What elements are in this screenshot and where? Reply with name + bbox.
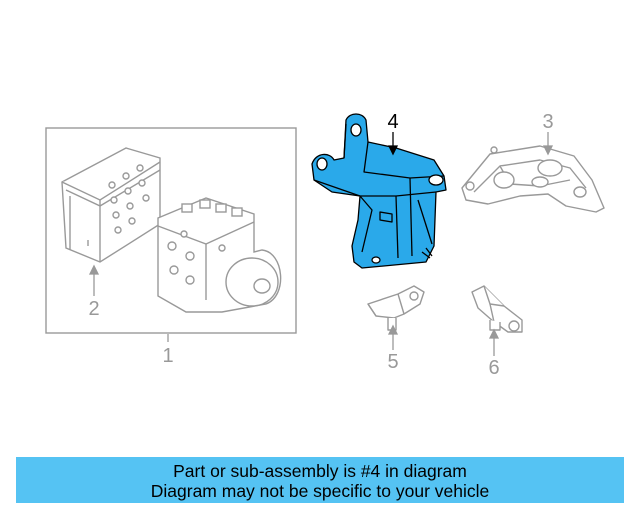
info-banner: Part or sub-assembly is #4 in diagram Di… [16,457,624,503]
part-4-bracket[interactable] [311,113,447,269]
callout-2[interactable]: 2 [88,298,99,320]
part-2-control-module[interactable] [61,147,161,263]
leader-6-arrow [488,328,500,339]
banner-line-2: Diagram may not be specific to your vehi… [150,481,490,501]
callout-leaders [88,132,554,356]
leader-3-arrow [542,145,554,156]
banner-line-1: Part or sub-assembly is #4 in diagram [173,461,467,481]
callout-1[interactable]: 1 [162,345,173,367]
assembly-frame [45,127,297,334]
part-3-mounting-plate[interactable] [461,145,605,213]
callout-3[interactable]: 3 [542,111,553,133]
callout-6[interactable]: 6 [488,357,499,379]
leader-5-arrow [387,324,399,335]
callout-4[interactable]: 4 [387,111,398,133]
part-1-abs-modulator[interactable] [157,197,282,313]
callout-5[interactable]: 5 [387,351,398,373]
abs-assembly-group [45,127,297,334]
part-5-small-bracket[interactable] [367,285,425,331]
leader-4-arrow [387,145,399,156]
leader-2-arrow [88,264,100,275]
part-6-small-bracket[interactable] [471,285,523,333]
